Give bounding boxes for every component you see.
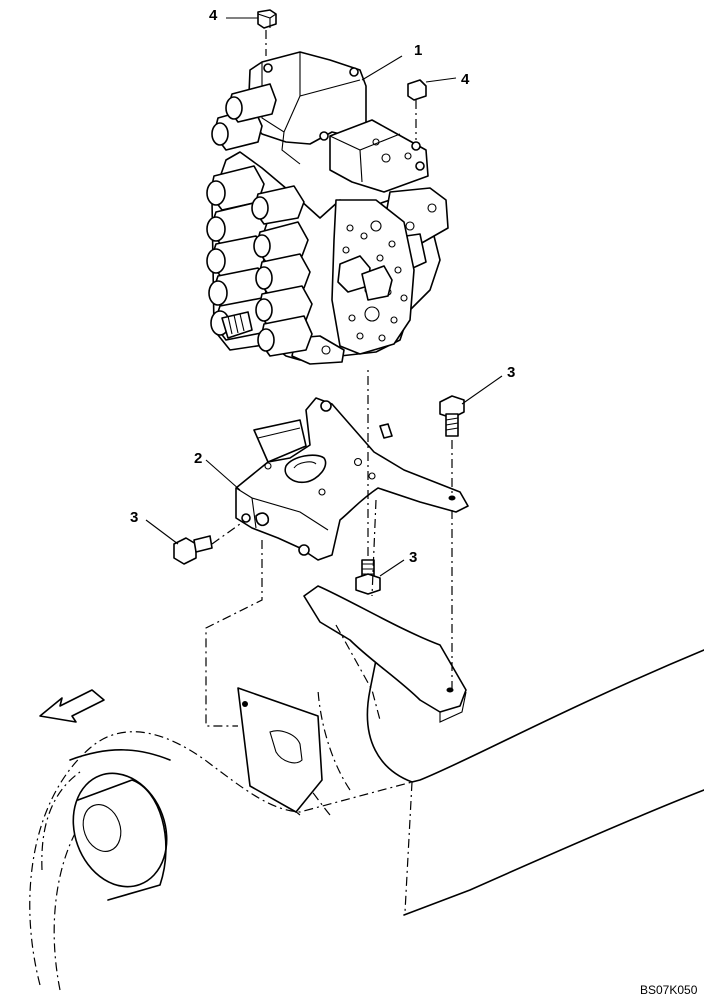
lower-mount-plate bbox=[303, 585, 467, 723]
callout-valve: 1 bbox=[414, 42, 422, 59]
bolt-top-right bbox=[439, 395, 465, 690]
bolt-left bbox=[173, 523, 241, 565]
front-direction-arrow-icon bbox=[39, 689, 105, 723]
mounting-bracket bbox=[235, 397, 469, 561]
callout-labels: 1 2 3 3 3 4 4 bbox=[130, 7, 515, 566]
spool-end-caps bbox=[206, 83, 313, 357]
leader-lines bbox=[145, 17, 503, 577]
callout-bolt-top-right: 3 bbox=[507, 364, 515, 381]
callout-bolt-valve-right: 4 bbox=[461, 71, 470, 88]
callout-bolt-lower: 3 bbox=[409, 549, 417, 566]
callout-bracket: 2 bbox=[194, 450, 202, 467]
bolt-lower bbox=[355, 370, 381, 595]
callout-bolt-top-left: 4 bbox=[209, 7, 218, 24]
bolt-valve-right bbox=[407, 79, 427, 140]
callout-bolt-left: 3 bbox=[130, 509, 138, 526]
boom-frame bbox=[29, 639, 704, 991]
bolt-top-left bbox=[257, 9, 277, 56]
drawing-code: BS07K050 bbox=[640, 983, 698, 997]
control-valve bbox=[206, 51, 449, 365]
